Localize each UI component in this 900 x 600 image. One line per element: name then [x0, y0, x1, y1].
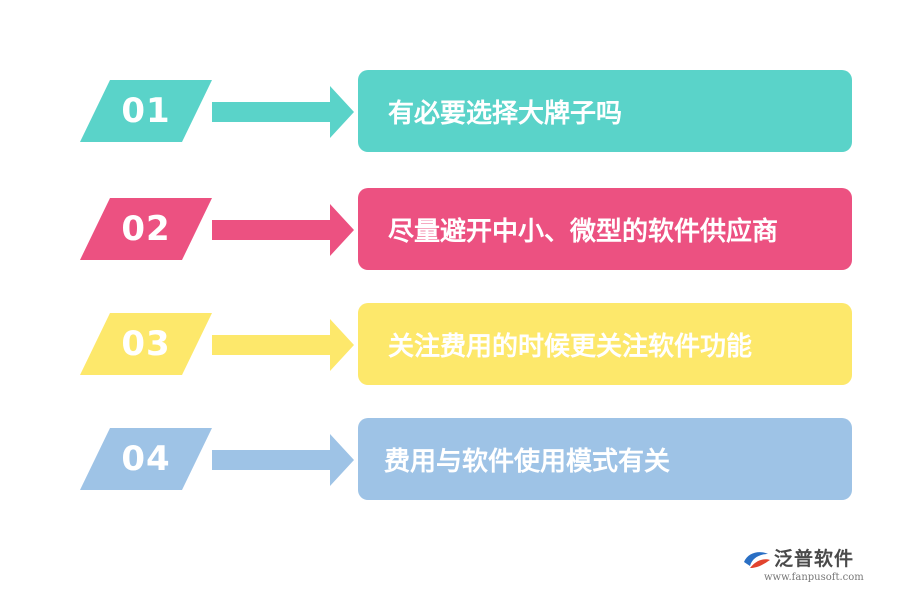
step-row-4: 04 费用与软件使用模式有关: [0, 418, 900, 502]
step-number-badge: 02: [80, 198, 212, 260]
step-number: 03: [121, 324, 171, 364]
step-label: 费用与软件使用模式有关: [384, 446, 671, 477]
step-label: 尽量避开中小、微型的软件供应商: [388, 216, 779, 247]
step-label-box: 费用与软件使用模式有关: [358, 418, 852, 500]
step-number-badge: 01: [80, 80, 212, 142]
step-number-badge: 04: [80, 428, 212, 490]
step-row-1: 01 有必要选择大牌子吗: [0, 70, 900, 154]
step-number: 04: [121, 439, 171, 479]
step-number: 02: [121, 209, 171, 249]
right-arrow-icon: [212, 430, 358, 490]
step-number-badge: 03: [80, 313, 212, 375]
right-arrow-icon: [212, 82, 358, 142]
step-label-box: 有必要选择大牌子吗: [358, 70, 852, 152]
step-label: 有必要选择大牌子吗: [388, 98, 623, 129]
brand-url: www.fanpusoft.com: [764, 572, 864, 583]
step-row-2: 02 尽量避开中小、微型的软件供应商: [0, 188, 900, 272]
step-row-3: 03 关注费用的时候更关注软件功能: [0, 303, 900, 387]
brand-logo: 泛普软件 www.fanpusoft.com: [738, 542, 888, 590]
step-label-box: 尽量避开中小、微型的软件供应商: [358, 188, 852, 270]
step-label: 关注费用的时候更关注软件功能: [388, 331, 753, 362]
right-arrow-icon: [212, 315, 358, 375]
step-label-box: 关注费用的时候更关注软件功能: [358, 303, 852, 385]
brand-name: 泛普软件: [774, 548, 855, 570]
step-number: 01: [121, 91, 171, 131]
fanpu-logo-icon: [742, 548, 772, 572]
right-arrow-icon: [212, 200, 358, 260]
